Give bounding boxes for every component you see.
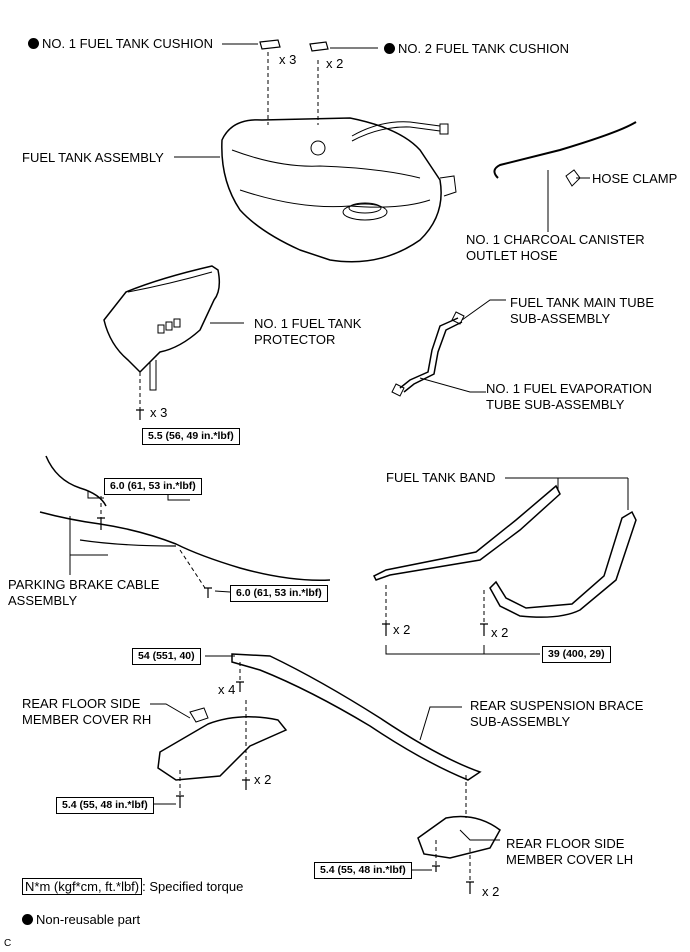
band-bolt-right-quantity: x 2 bbox=[491, 625, 509, 640]
band-bolt-left-quantity: x 2 bbox=[393, 622, 411, 637]
rear-suspension-brace-label-line2: SUB-ASSEMBLY bbox=[470, 714, 571, 729]
rear-suspension-brace-label: REAR SUSPENSION BRACE SUB-ASSEMBLY bbox=[470, 698, 643, 730]
brace-torque-box: 54 (551, 40) bbox=[132, 648, 201, 665]
canister-outlet-hose-label: NO. 1 CHARCOAL CANISTER OUTLET HOSE bbox=[466, 232, 645, 264]
fuel-tank-assembly-label: FUEL TANK ASSEMBLY bbox=[22, 150, 164, 165]
no1-fuel-tank-cushion-label: NO. 1 FUEL TANK CUSHION bbox=[28, 36, 213, 52]
canister-outlet-hose-label-line1: NO. 1 CHARCOAL CANISTER bbox=[466, 232, 645, 247]
fuel-tank-main-tube-label: FUEL TANK MAIN TUBE SUB-ASSEMBLY bbox=[510, 295, 654, 327]
nonreusable-legend-text: Non-reusable part bbox=[36, 912, 141, 927]
fuel-tank-main-tube-label-line1: FUEL TANK MAIN TUBE bbox=[510, 295, 654, 310]
protector-torque-box: 5.5 (56, 49 in.*lbf) bbox=[142, 428, 240, 445]
protector-bolt-quantity: x 3 bbox=[150, 405, 168, 420]
cushion1-quantity: x 3 bbox=[279, 52, 297, 67]
cover-rh-label-line2: MEMBER COVER RH bbox=[22, 712, 152, 727]
fuel-evaporation-tube-label: NO. 1 FUEL EVAPORATION TUBE SUB-ASSEMBLY bbox=[486, 381, 652, 413]
torque-legend-text: : Specified torque bbox=[142, 879, 244, 894]
cover-lh-label: REAR FLOOR SIDE MEMBER COVER LH bbox=[506, 836, 633, 868]
cover-lh-label-line1: REAR FLOOR SIDE bbox=[506, 836, 625, 851]
parking-brake-cable-label: PARKING BRAKE CABLE ASSEMBLY bbox=[8, 577, 159, 609]
brace-bolt-quantity: x 4 bbox=[218, 682, 236, 697]
cover-rh-label-line1: REAR FLOOR SIDE bbox=[22, 696, 141, 711]
cover-rh-bolt-quantity: x 2 bbox=[254, 772, 272, 787]
cover-lh-bolt-quantity: x 2 bbox=[482, 884, 500, 899]
cable-upper-torque-box: 6.0 (61, 53 in.*lbf) bbox=[104, 478, 202, 495]
cable-lower-torque-box: 6.0 (61, 53 in.*lbf) bbox=[230, 585, 328, 602]
fuel-tank-band-label: FUEL TANK BAND bbox=[386, 470, 496, 485]
canister-outlet-hose-label-line2: OUTLET HOSE bbox=[466, 248, 558, 263]
torque-legend: N*m (kgf*cm, ft.*lbf): Specified torque bbox=[22, 878, 244, 895]
cover-rh-label: REAR FLOOR SIDE MEMBER COVER RH bbox=[22, 696, 151, 728]
cushion2-quantity: x 2 bbox=[326, 56, 344, 71]
nonreusable-legend: Non-reusable part bbox=[22, 912, 140, 928]
cover-lh-label-line2: MEMBER COVER LH bbox=[506, 852, 634, 867]
corner-letter: C bbox=[4, 938, 12, 949]
non-reusable-dot-icon bbox=[22, 914, 33, 925]
fuel-evaporation-tube-label-line1: NO. 1 FUEL EVAPORATION bbox=[486, 381, 652, 396]
torque-unit-box: N*m (kgf*cm, ft.*lbf) bbox=[22, 878, 143, 895]
fuel-evaporation-tube-label-line2: TUBE SUB-ASSEMBLY bbox=[486, 397, 625, 412]
fuel-tank-protector-label-line1: NO. 1 FUEL TANK bbox=[254, 316, 362, 331]
cover-rh-torque-box: 5.4 (55, 48 in.*lbf) bbox=[56, 797, 154, 814]
non-reusable-dot-icon bbox=[28, 38, 39, 49]
no2-fuel-tank-cushion-label: NO. 2 FUEL TANK CUSHION bbox=[384, 41, 569, 57]
rear-suspension-brace-label-line1: REAR SUSPENSION BRACE bbox=[470, 698, 644, 713]
parking-brake-cable-label-line1: PARKING BRAKE CABLE bbox=[8, 577, 160, 592]
fuel-tank-main-tube-label-line2: SUB-ASSEMBLY bbox=[510, 311, 611, 326]
hose-clamp-label: HOSE CLAMP bbox=[592, 171, 678, 186]
fuel-tank-protector-label: NO. 1 FUEL TANK PROTECTOR bbox=[254, 316, 361, 348]
band-torque-box: 39 (400, 29) bbox=[542, 646, 611, 663]
non-reusable-dot-icon bbox=[384, 43, 395, 54]
fuel-tank-protector-label-line2: PROTECTOR bbox=[254, 332, 336, 347]
cover-lh-torque-box: 5.4 (55, 48 in.*lbf) bbox=[314, 862, 412, 879]
parking-brake-cable-label-line2: ASSEMBLY bbox=[8, 593, 78, 608]
